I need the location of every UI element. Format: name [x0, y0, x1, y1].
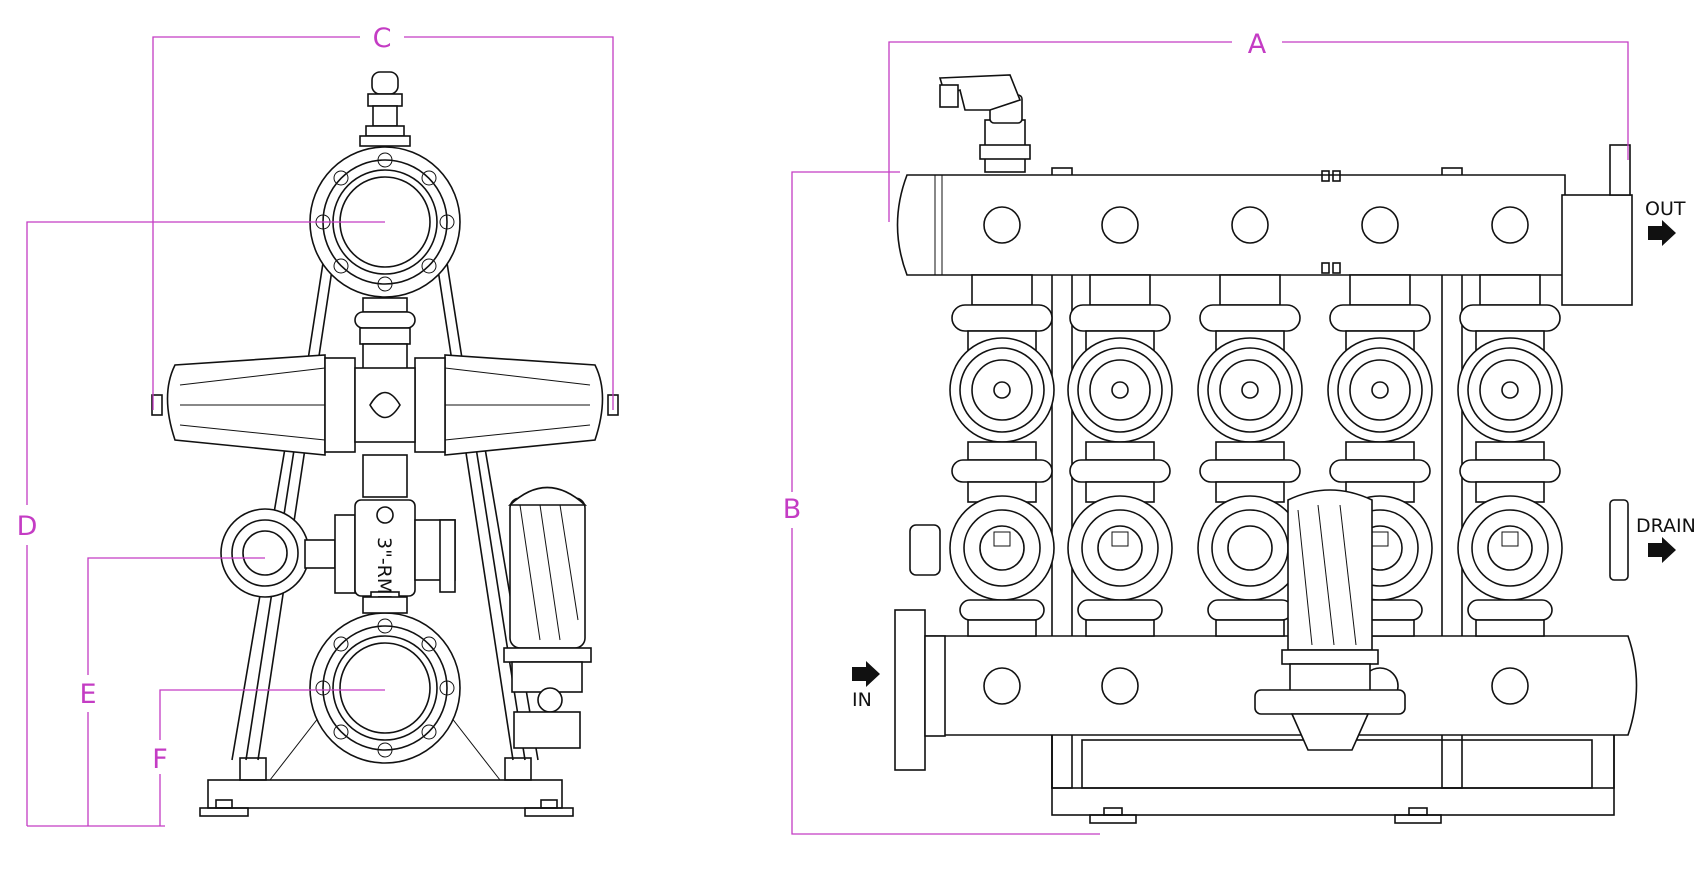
side-view: 3"-RMN	[17, 23, 619, 827]
out-port-label: OUT	[1645, 198, 1686, 220]
filter-column-3	[1197, 274, 1303, 637]
front-dimension-lines: A B	[783, 29, 1629, 835]
side-foot-right-stem	[540, 799, 558, 809]
dimension-label-c: C	[373, 23, 392, 54]
front-port-labels: OUT DRAIN IN	[852, 198, 1696, 711]
dimension-label-d: D	[17, 511, 38, 542]
front-top-manifold	[896, 144, 1633, 306]
side-horizontal-filter	[151, 354, 619, 456]
side-vertical-filter	[503, 486, 592, 749]
dimension-label-a: A	[1248, 29, 1267, 60]
side-lower-riser	[362, 454, 408, 498]
side-bottom-flange	[309, 596, 461, 764]
front-small-filter	[1254, 489, 1406, 751]
side-frame-foot-right	[504, 757, 532, 781]
side-backflush-valve: 3"-RMN	[220, 499, 456, 609]
side-foot-left	[199, 807, 249, 817]
front-side-stub	[909, 524, 941, 576]
side-top-valve	[359, 71, 411, 147]
drain-arrow-icon	[1648, 537, 1676, 563]
side-foot-right	[524, 807, 574, 817]
dimension-label-b: B	[783, 494, 802, 525]
side-base-plate	[207, 779, 563, 809]
dimension-label-f: F	[152, 744, 168, 775]
filter-column-2	[1067, 274, 1173, 637]
drain-port-label: DRAIN	[1636, 515, 1696, 537]
front-bottom-manifold	[894, 609, 1638, 771]
front-drain-outlet	[1609, 499, 1629, 581]
in-arrow-icon	[852, 661, 880, 687]
dimension-label-e: E	[79, 679, 96, 710]
front-filter-columns	[949, 274, 1563, 637]
front-control-valve	[938, 74, 1031, 173]
side-frame-foot-left	[239, 757, 267, 781]
in-port-label: IN	[852, 689, 872, 711]
side-dimension-lines: C D E F	[17, 23, 614, 827]
side-foot-left-stem	[215, 799, 233, 809]
filter-column-1	[949, 274, 1055, 637]
out-arrow-icon	[1648, 220, 1676, 246]
front-view: A B OUT DRAIN IN	[783, 29, 1696, 835]
side-valve-size-label: 3"-RMN	[373, 537, 395, 609]
side-central-riser	[354, 297, 416, 371]
filter-column-5	[1457, 274, 1563, 637]
